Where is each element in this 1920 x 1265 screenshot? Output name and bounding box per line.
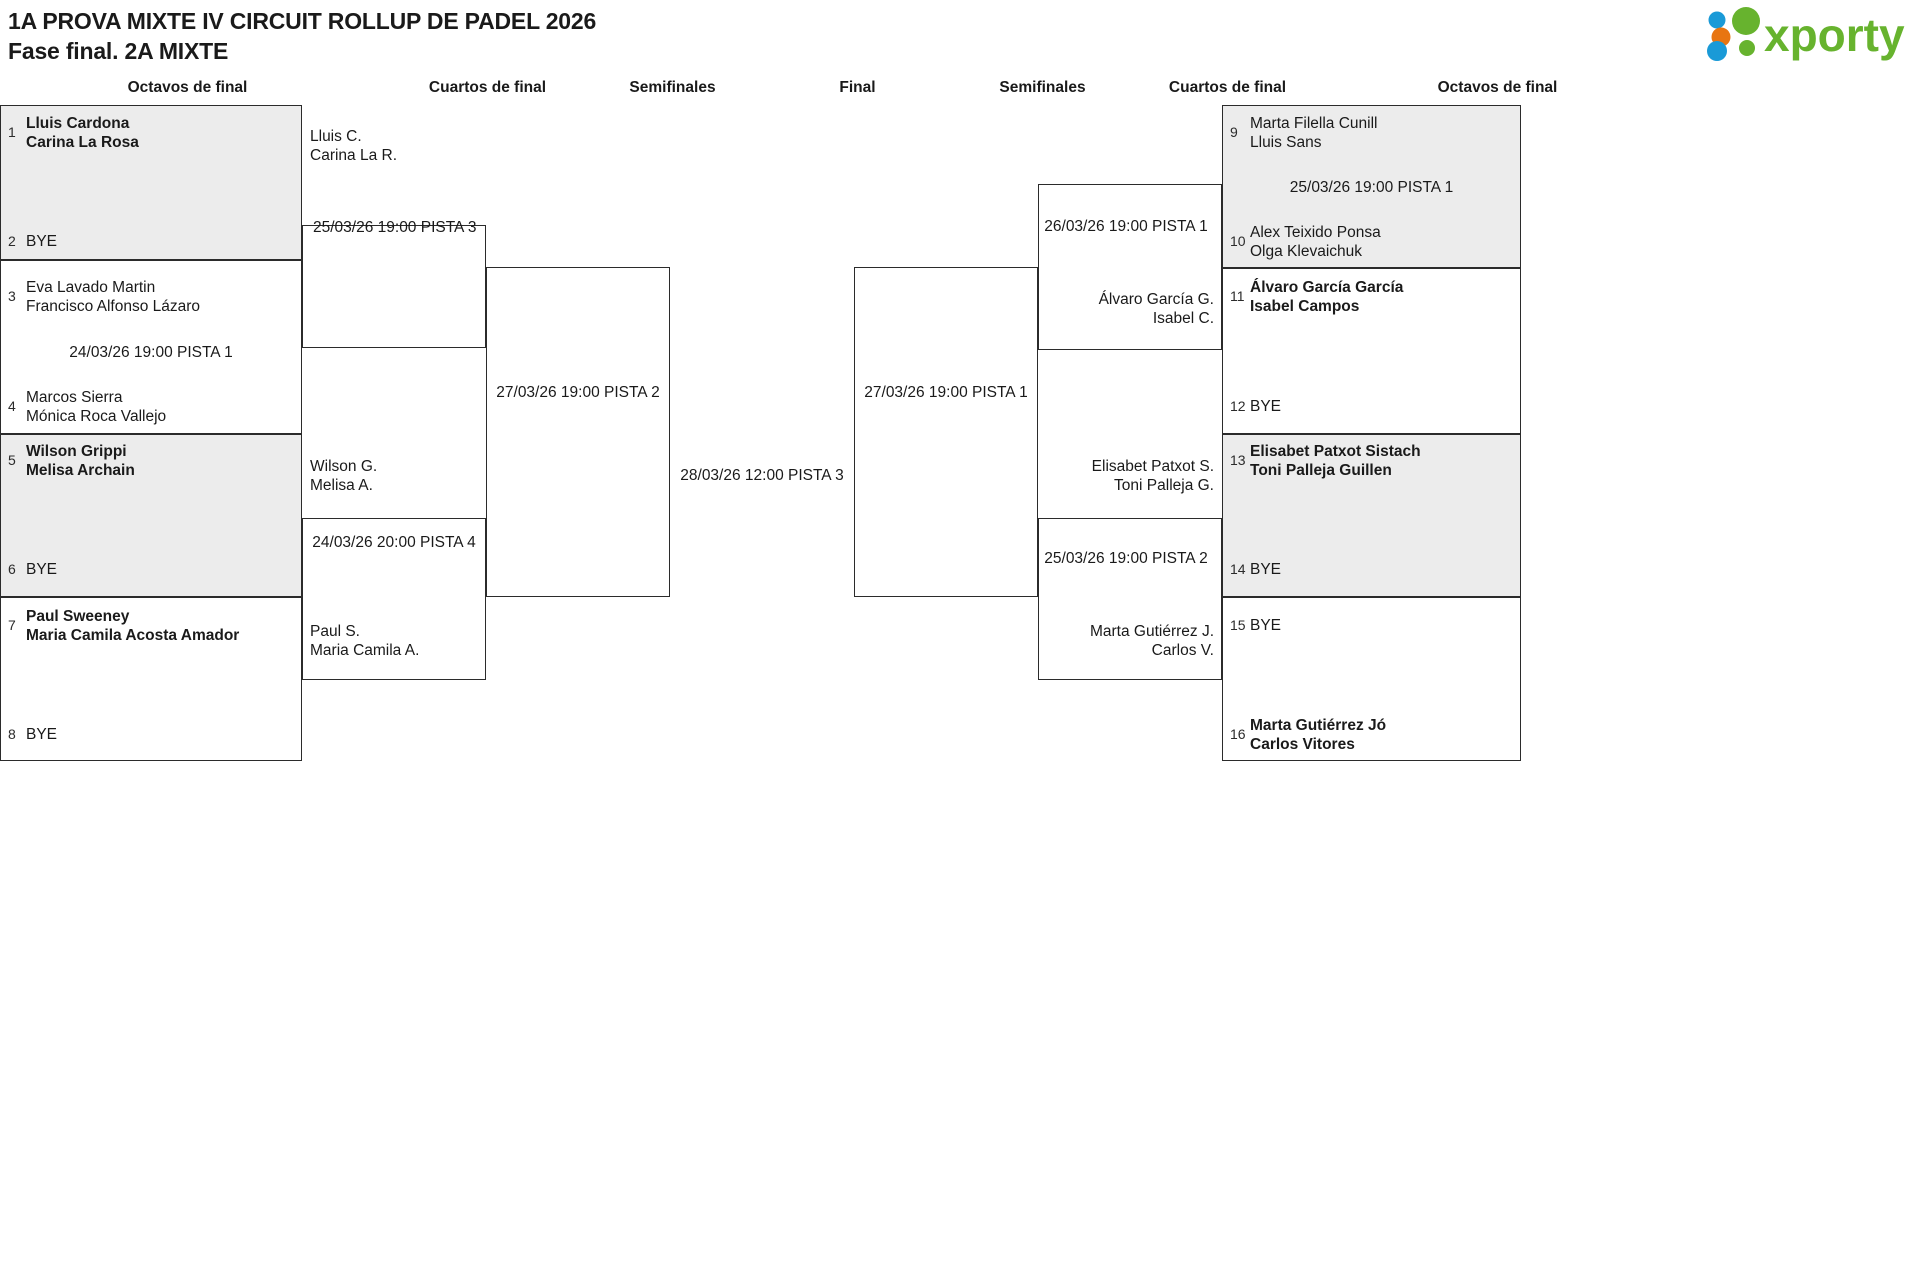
player-line: Maria Camila Acosta Amador bbox=[26, 627, 240, 644]
left-r16-match-1[interactable] bbox=[0, 105, 302, 260]
seed-number: 10 bbox=[1230, 233, 1246, 249]
qf-winner-line: Melisa A. bbox=[310, 477, 373, 494]
tournament-subtitle: Fase final. 2A MIXTE bbox=[8, 38, 229, 64]
player-line: Marta Gutiérrez Jó bbox=[1250, 717, 1387, 734]
player-line: Lluis Cardona bbox=[26, 115, 130, 132]
player-line: Alex Teixido Ponsa bbox=[1250, 224, 1381, 241]
qf-winner-line: Isabel C. bbox=[1152, 310, 1214, 327]
round-header-left-sf: Semifinales bbox=[629, 79, 716, 96]
right-sf-match[interactable] bbox=[854, 267, 1038, 597]
player-line: Toni Palleja Guillen bbox=[1250, 462, 1392, 479]
page-title: 1A PROVA MIXTE IV CIRCUIT ROLLUP DE PADE… bbox=[8, 6, 1108, 66]
logo-dot-blue-bottom bbox=[1707, 41, 1727, 61]
seed-number: 2 bbox=[8, 233, 16, 249]
xporty-logo[interactable]: xporty bbox=[1700, 4, 1910, 62]
round-header-right-qf: Cuartos de final bbox=[1168, 79, 1287, 96]
seed-number: 15 bbox=[1230, 617, 1246, 633]
right-qf-match-1[interactable] bbox=[1038, 184, 1222, 350]
player-line: Melisa Archain bbox=[26, 462, 135, 479]
left-qf-match-1[interactable] bbox=[302, 225, 486, 348]
seed-number: 7 bbox=[8, 617, 16, 633]
qf-winner-line: Álvaro García G. bbox=[1098, 291, 1214, 308]
player-line: BYE bbox=[1250, 398, 1282, 415]
round-header-final: Final bbox=[839, 79, 876, 96]
player-line: Marta Filella Cunill bbox=[1250, 115, 1378, 132]
player-line: Francisco Alfonso Lázaro bbox=[26, 298, 201, 315]
seed-number: 13 bbox=[1230, 452, 1246, 468]
player-line: Lluis Sans bbox=[1250, 134, 1322, 151]
seed-number: 3 bbox=[8, 288, 16, 304]
left-r16-match-4[interactable] bbox=[0, 597, 302, 761]
seed-number: 9 bbox=[1230, 124, 1238, 140]
player-line: Eva Lavado Martin bbox=[26, 279, 156, 296]
match-schedule: 25/03/26 19:00 PISTA 3 bbox=[313, 219, 477, 236]
match-schedule: 27/03/26 19:00 PISTA 2 bbox=[496, 384, 660, 401]
seed-number: 1 bbox=[8, 124, 16, 140]
round-header-left-qf: Cuartos de final bbox=[428, 79, 547, 96]
match-schedule: 27/03/26 19:00 PISTA 1 bbox=[864, 384, 1028, 401]
left-sf-match[interactable] bbox=[486, 267, 670, 597]
qf-winner-line: Toni Palleja G. bbox=[1114, 477, 1214, 494]
qf-winner-line: Maria Camila A. bbox=[310, 642, 420, 659]
round-header-right-r16: Octavos de final bbox=[1437, 79, 1558, 96]
seed-number: 5 bbox=[8, 452, 16, 468]
qf-winner-line: Carina La R. bbox=[310, 147, 398, 164]
seed-number: 8 bbox=[8, 726, 16, 742]
right-r16-match-2[interactable] bbox=[1222, 268, 1521, 434]
qf-winner-line: Paul S. bbox=[310, 623, 360, 640]
logo-dot-green-small bbox=[1739, 40, 1755, 56]
player-line: Olga Klevaichuk bbox=[1250, 243, 1363, 260]
player-line: Mónica Roca Vallejo bbox=[26, 408, 167, 425]
qf-winner-line: Wilson G. bbox=[310, 458, 378, 475]
player-line: BYE bbox=[1250, 617, 1282, 634]
seed-number: 4 bbox=[8, 398, 16, 414]
player-line: Isabel Campos bbox=[1250, 298, 1360, 315]
logo-dot-green-big bbox=[1732, 7, 1760, 35]
player-line: BYE bbox=[26, 561, 58, 578]
match-schedule: 24/03/26 19:00 PISTA 1 bbox=[69, 344, 233, 361]
left-r16-match-2[interactable] bbox=[0, 260, 302, 434]
player-line: Álvaro García García bbox=[1250, 279, 1404, 296]
player-line: Wilson Grippi bbox=[26, 443, 127, 460]
qf-winner-line: Elisabet Patxot S. bbox=[1091, 458, 1214, 475]
player-line: Carina La Rosa bbox=[26, 134, 139, 151]
seed-number: 14 bbox=[1230, 561, 1246, 577]
player-line: Elisabet Patxot Sistach bbox=[1250, 443, 1421, 460]
player-line: Carlos Vitores bbox=[1250, 736, 1355, 753]
logo-dot-blue-top bbox=[1708, 11, 1726, 29]
match-schedule: 24/03/26 20:00 PISTA 4 bbox=[312, 534, 476, 551]
round-header-right-sf: Semifinales bbox=[999, 79, 1086, 96]
right-r16-match-3[interactable] bbox=[1222, 434, 1521, 597]
qf-winner-line: Carlos V. bbox=[1151, 642, 1214, 659]
seed-number: 6 bbox=[8, 561, 16, 577]
tournament-title: 1A PROVA MIXTE IV CIRCUIT ROLLUP DE PADE… bbox=[8, 8, 597, 34]
player-line: BYE bbox=[26, 233, 58, 250]
final-schedule: 28/03/26 12:00 PISTA 3 bbox=[680, 467, 844, 484]
left-qf-match-2[interactable] bbox=[302, 518, 486, 680]
qf-winner-line: Marta Gutiérrez J. bbox=[1089, 623, 1214, 640]
player-line: BYE bbox=[1250, 561, 1282, 578]
seed-number: 16 bbox=[1230, 726, 1246, 742]
match-schedule: 25/03/26 19:00 PISTA 2 bbox=[1044, 550, 1208, 567]
left-r16-match-3[interactable] bbox=[0, 434, 302, 597]
player-line: BYE bbox=[26, 726, 58, 743]
player-line: Marcos Sierra bbox=[26, 389, 123, 406]
xporty-logo-svg: xporty bbox=[1707, 7, 1905, 61]
seed-number: 11 bbox=[1230, 288, 1245, 304]
qf-winner-line: Lluis C. bbox=[310, 128, 362, 145]
match-schedule: 26/03/26 19:00 PISTA 1 bbox=[1044, 218, 1208, 235]
match-schedule: 25/03/26 19:00 PISTA 1 bbox=[1289, 179, 1454, 196]
right-qf-match-2[interactable] bbox=[1038, 518, 1222, 680]
right-r16-match-1[interactable] bbox=[1222, 105, 1521, 268]
seed-number: 12 bbox=[1230, 398, 1246, 414]
round-header-left-r16: Octavos de final bbox=[127, 79, 248, 96]
player-line: Paul Sweeney bbox=[26, 608, 130, 625]
right-r16-match-4[interactable] bbox=[1222, 597, 1521, 761]
logo-wordmark: xporty bbox=[1764, 9, 1905, 61]
